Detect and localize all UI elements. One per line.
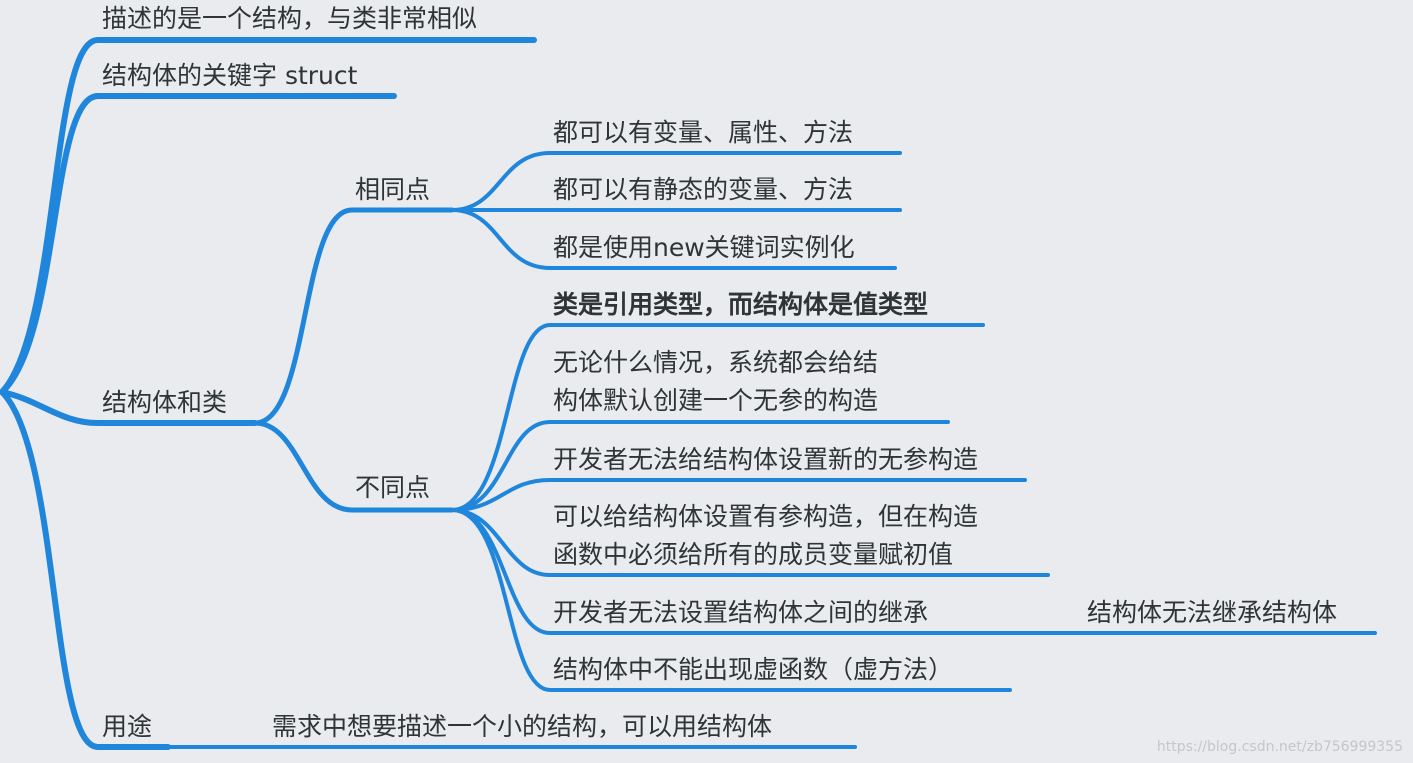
connector-similarities <box>252 207 455 426</box>
difference-item: 开发者无法设置结构体之间的继承 <box>553 598 929 627</box>
difference-item-line-1: 无论什么情况，系统都会给结 <box>553 348 879 377</box>
watermark: https://blog.csdn.net/zb756999355 <box>1156 739 1403 755</box>
difference-item: 开发者无法给结构体设置新的无参构造 <box>553 445 979 474</box>
similarity-item: 都是使用new关键词实例化 <box>553 233 855 262</box>
node-similarities: 相同点 <box>355 175 431 204</box>
connector-diff-1 <box>450 323 985 512</box>
connector-differences <box>252 420 455 513</box>
inheritance-note: 结构体无法继承结构体 <box>1087 598 1338 627</box>
connector-sim-3 <box>450 208 897 270</box>
connector-usage <box>0 389 171 750</box>
connector-keyword <box>0 93 397 395</box>
difference-item-line-1: 可以给结构体设置有参构造，但在构造 <box>553 502 979 531</box>
node-differences: 不同点 <box>355 473 431 502</box>
connector-diff-3 <box>450 478 1027 512</box>
similarity-item: 都可以有静态的变量、方法 <box>553 175 854 204</box>
connector-diff-2 <box>450 420 950 512</box>
usage-note: 需求中想要描述一个小的结构，可以用结构体 <box>272 712 773 741</box>
difference-item-line-2: 函数中必须给所有的成员变量赋初值 <box>553 540 954 569</box>
similarity-item: 都可以有变量、属性、方法 <box>553 118 854 147</box>
difference-item-line-2: 构体默认创建一个无参的构造 <box>553 386 879 415</box>
difference-item-key: 类是引用类型，而结构体是值类型 <box>553 290 929 319</box>
connector-struct-and-class <box>0 389 258 426</box>
branch-usage: 用途 <box>102 712 153 741</box>
branch-keyword: 结构体的关键字 struct <box>102 61 358 90</box>
difference-item: 结构体中不能出现虚函数（虚方法） <box>553 655 954 684</box>
connector-diff-6 <box>450 508 1012 692</box>
branch-description: 描述的是一个结构，与类非常相似 <box>102 4 478 33</box>
branch-struct-and-class: 结构体和类 <box>102 388 228 417</box>
connector-sim-1 <box>450 151 902 212</box>
